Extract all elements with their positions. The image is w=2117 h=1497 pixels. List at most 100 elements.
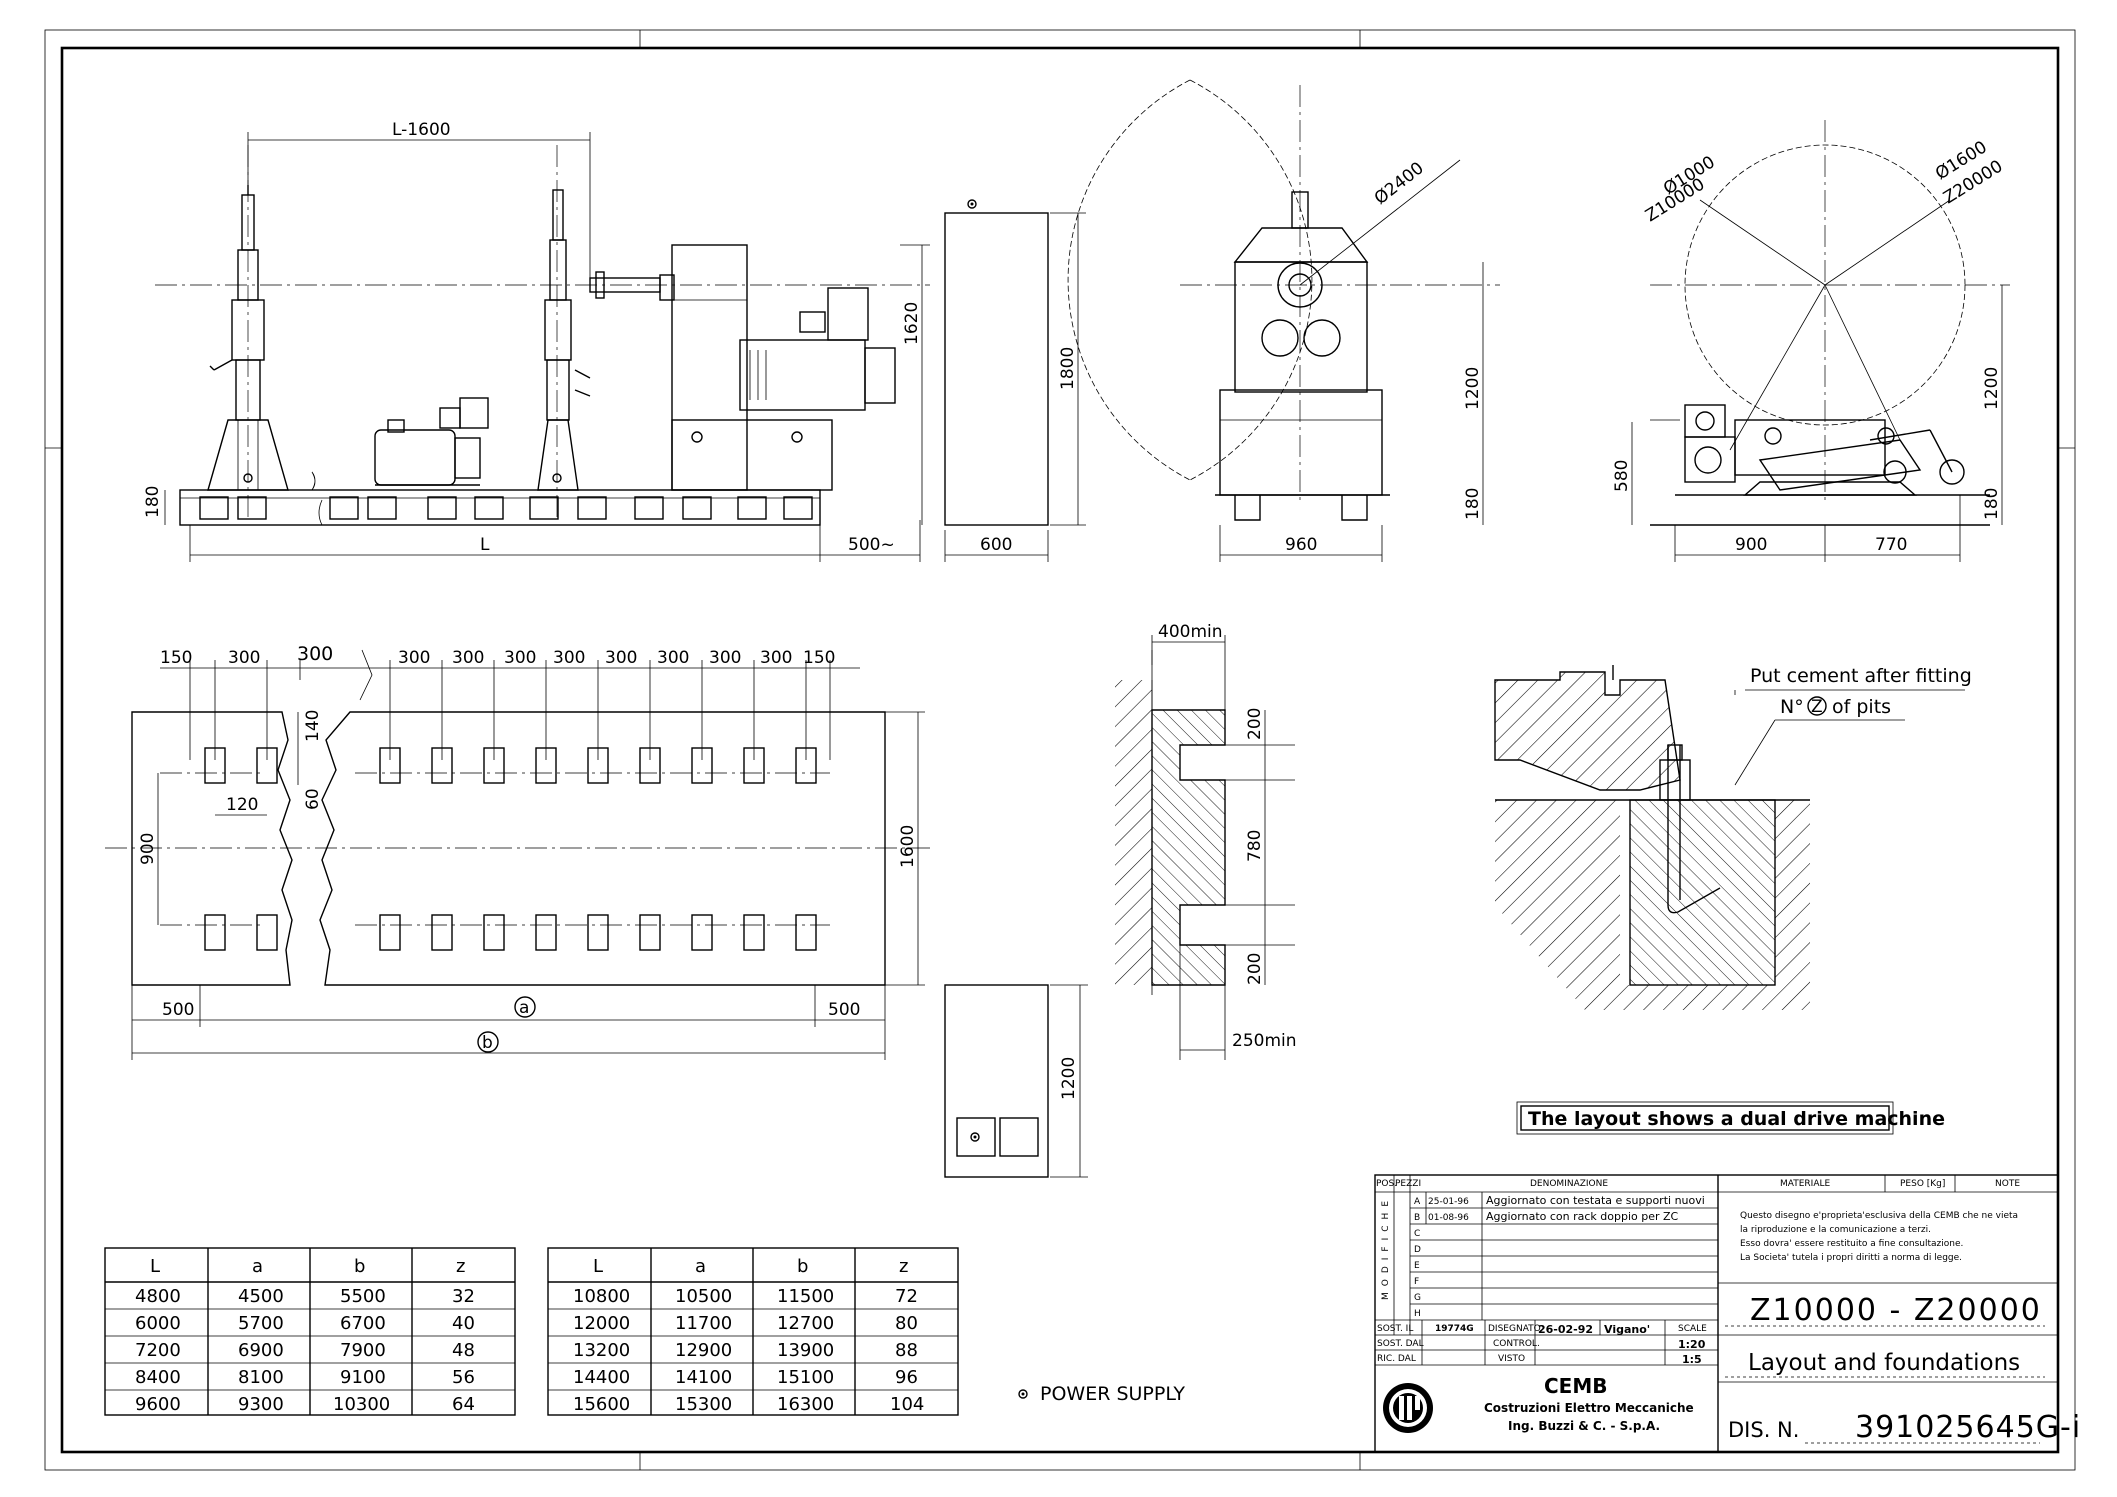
svg-text:7200: 7200 [135, 1340, 181, 1361]
dim-600: 600 [980, 535, 1012, 555]
plan-dim-b: b [482, 1033, 493, 1053]
svg-text:la riproduzione e la comunicaz: la riproduzione e la comunicazione a ter… [1740, 1225, 1931, 1235]
section-dim-780: 780 [1245, 830, 1265, 862]
tb-denominazione: DENOMINAZIONE [1530, 1179, 1608, 1189]
section-view: 400min 200 780 200 250min [1115, 622, 1297, 1060]
pit-pockets [204, 747, 817, 951]
plan-dim-300-6: 300 [553, 648, 585, 668]
rev-date: 25-01-96 [1428, 1197, 1469, 1207]
revision-table: MODIFICHE A 25-01-96 Aggiornato con test… [1375, 1192, 1718, 1366]
plan-dim-300-5: 300 [504, 648, 536, 668]
dim-side-900: 900 [1735, 535, 1767, 555]
tb-model: Z10000 - Z20000 [1750, 1293, 2042, 1328]
tb-sost-il-val: 19774G [1435, 1324, 1474, 1334]
power-supply-icon [1018, 1389, 1028, 1399]
tb-sost-dal: SOST. DAL [1377, 1339, 1424, 1349]
tb-materiale: MATERIALE [1780, 1179, 1830, 1189]
dim-960: 960 [1285, 535, 1317, 555]
tb-dis-label: DIS. N. [1728, 1418, 1799, 1442]
tb-ric-dal: RIC. DAL [1377, 1354, 1416, 1364]
tb-control: CONTROL. [1493, 1339, 1540, 1349]
plan-dim-300-7: 300 [605, 648, 637, 668]
svg-text:11700: 11700 [675, 1313, 732, 1334]
section-dim-250: 250min [1232, 1031, 1297, 1051]
table2-header-l: L [593, 1256, 603, 1277]
power-supply-legend: POWER SUPPLY [1018, 1383, 1185, 1405]
tailstock-left [207, 185, 289, 491]
svg-text:Questo disegno e'proprieta'esc: Questo disegno e'proprieta'esclusiva del… [1740, 1211, 2018, 1221]
svg-text:10300: 10300 [333, 1394, 390, 1415]
detail-z-circle [1807, 696, 1827, 716]
dim-1800: 1800 [1058, 347, 1078, 390]
tb-dis-number: 391025645G-i [1855, 1410, 2081, 1445]
layout-note-text: The layout shows a dual drive machine [1528, 1108, 1945, 1130]
svg-text:12700: 12700 [777, 1313, 834, 1334]
svg-text:10800: 10800 [573, 1286, 630, 1307]
notice-text: Questo disegno e'proprieta'esclusiva del… [1740, 1211, 2018, 1263]
sheet-frame [44, 29, 2076, 1471]
rev-letter: A [1414, 1197, 1421, 1207]
dim-500: 500~ [848, 535, 895, 555]
tb-company-sub1: Costruzioni Elettro Meccaniche [1484, 1401, 1694, 1415]
dim-dia-2400: Ø2400 [1371, 158, 1428, 209]
svg-text:14400: 14400 [573, 1367, 630, 1388]
side-view: Ø1000 Z10000 Ø1600 Z20000 580 1200 180 9… [1612, 120, 2010, 562]
elevation-view: L-1600 1620 180 L 500~ [143, 120, 930, 562]
svg-text:12000: 12000 [573, 1313, 630, 1334]
tb-pos: POS. [1376, 1179, 1397, 1189]
dim-1620: 1620 [902, 302, 922, 345]
rev-text: Aggiornato con testata e supporti nuovi [1486, 1194, 1705, 1207]
dim-l: L [480, 535, 490, 555]
plan-dim-300-4: 300 [452, 648, 484, 668]
svg-text:8100: 8100 [238, 1367, 284, 1388]
svg-text:80: 80 [895, 1313, 918, 1334]
detail-note-prefix: N° [1780, 696, 1804, 718]
svg-text:11500: 11500 [777, 1286, 834, 1307]
plan-dim-300-2: 300 [297, 643, 333, 665]
svg-text:5500: 5500 [340, 1286, 386, 1307]
svg-text:4500: 4500 [238, 1286, 284, 1307]
plan-dim-300-9: 300 [709, 648, 741, 668]
plan-dim-300-10: 300 [760, 648, 792, 668]
main-motor [739, 287, 896, 411]
plan-dim-150-right: 150 [803, 648, 835, 668]
plan-a-circle [514, 996, 536, 1018]
svg-text:104: 104 [890, 1394, 924, 1415]
tb-sost-il: SOST. IL [1377, 1324, 1413, 1334]
tb-pezzi: PEZZI [1395, 1179, 1421, 1189]
svg-text:9600: 9600 [135, 1394, 181, 1415]
plan-dim-500-right: 500 [828, 1000, 860, 1020]
svg-text:72: 72 [895, 1286, 918, 1307]
plan-dim-140: 140 [303, 710, 323, 742]
auxiliary-motor [374, 397, 489, 486]
tb-modifiche: MODIFICHE [1381, 1195, 1391, 1300]
electrical-cabinet: 1800 600 [944, 199, 1086, 562]
title-block: POS. PEZZI DENOMINAZIONE MATERIALE PESO … [1374, 1174, 2081, 1453]
anchor-detail-view: Put cement after fitting N° Z of pits [1494, 665, 1972, 1010]
dim-side-770: 770 [1875, 535, 1907, 555]
svg-text:15100: 15100 [777, 1367, 834, 1388]
svg-text:9300: 9300 [238, 1394, 284, 1415]
table1-header-b: b [354, 1256, 365, 1277]
dim-side-1200: 1200 [1982, 367, 2002, 410]
section-dim-200-top: 200 [1245, 708, 1265, 740]
tb-peso: PESO [Kg] [1900, 1179, 1945, 1189]
front-view: Ø2400 1200 180 960 [1067, 79, 1500, 562]
plan-dim-60: 60 [303, 788, 323, 810]
svg-text:40: 40 [452, 1313, 475, 1334]
tb-note: NOTE [1995, 1179, 2020, 1189]
table2-header-a: a [695, 1256, 706, 1277]
plan-b-circle [477, 1031, 499, 1053]
plan-dim-500-left: 500 [162, 1000, 194, 1020]
svg-text:88: 88 [895, 1340, 918, 1361]
svg-text:13900: 13900 [777, 1340, 834, 1361]
table1-header-l: L [150, 1256, 160, 1277]
detail-note-z: Z [1811, 697, 1823, 717]
